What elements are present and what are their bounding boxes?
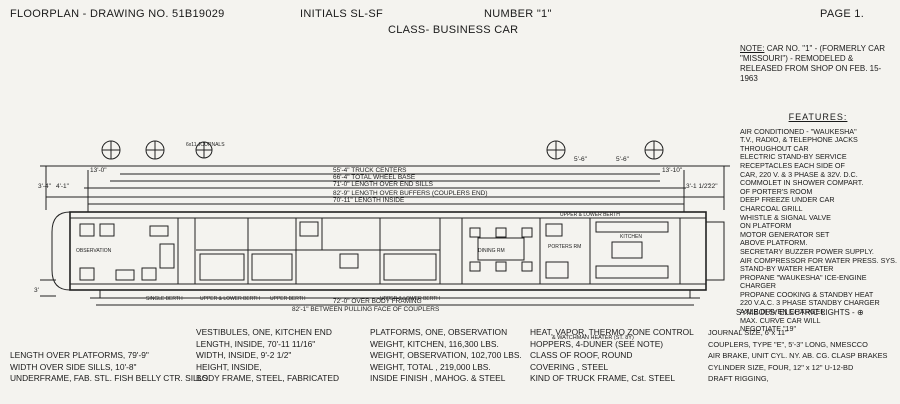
spec-line: LENGTH, INSIDE, 70'-11 11/16" — [196, 338, 316, 349]
note-text: CAR NO. "1" - (FORMERLY CAR "MISSOURI") … — [740, 44, 885, 83]
feature-item: ABOVE PLATFORM. — [740, 238, 808, 248]
label-dining: DINING RM — [478, 248, 505, 254]
spec-line: AIR BRAKE, UNIT CYL. NY. AB. CG. CLASP B… — [708, 351, 888, 361]
journal-symbol-icon — [101, 140, 664, 160]
feature-item: PROPANE "WAUKESHA" ICE-ENGINE — [740, 272, 867, 282]
dim-truck-a: 5'-6" — [574, 156, 588, 163]
spec-line: VESTIBULES, ONE, KITCHEN END — [196, 327, 332, 337]
spec-line: KIND OF TRUCK FRAME, Cst. STEEL — [530, 373, 676, 384]
spec-line: BODY FRAME, STEEL, FABRICATED — [196, 373, 340, 384]
remodel-note: NOTE: CAR NO. "1" - (FORMERLY CAR "MISSO… — [740, 44, 896, 84]
dim-right-end-a: 13'-10" — [662, 167, 683, 174]
feature-item: OF PORTER'S ROOM — [740, 186, 813, 196]
feature-item: STAND-BY WATER HEATER — [740, 264, 834, 274]
spec-line: INSIDE FINISH , MAHOG. & STEEL — [370, 373, 506, 384]
spec-line: CYLINDER SIZE, FOUR, 12" x 12" U-12-BD — [708, 362, 854, 372]
features-lines: AIR CONDITIONED - "WAUKESHA"T.V., RADIO,… — [740, 126, 897, 334]
spec-line: COVERING , STEEL — [530, 361, 609, 372]
car-number: NUMBER "1" — [484, 8, 552, 20]
spec-line — [10, 339, 208, 351]
label-porters-room: PORTERS RM — [548, 244, 581, 250]
dim-length-inside: 70'-11" LENGTH INSIDE — [333, 197, 405, 204]
feature-item: PROPANE COOKING & STANDBY HEAT — [740, 289, 874, 299]
feature-item: ON PLATFORM — [740, 221, 792, 231]
feature-item: DEEP FREEZE UNDER CAR — [740, 195, 835, 205]
spec-column-5: JOURNAL SIZE, 6"x 11" COUPLERS, TYPE "E"… — [708, 327, 888, 385]
heat-sub-note: & WATCHMAN HEATER (ST. 8Y) — [552, 335, 634, 341]
note-title: NOTE: — [740, 44, 765, 53]
dim-between-pulling-faces: 82'-1" BETWEEN PULLING FACE OF COUPLERS — [292, 306, 440, 313]
label-journals: 6x11 JOURNALS — [186, 142, 225, 148]
symbols-label: SYMBOLS: ELECTRIC LIGHTS - — [736, 308, 855, 317]
feature-item: 220 V.A.C. 3 PHASE STANDBY CHARGER — [740, 298, 880, 308]
feature-item: MAX. CURVE CAR WILL — [740, 315, 821, 325]
dim-right-end-b: 3'-1 1/2" — [686, 183, 710, 190]
label-single-berth: SINGLE BERTH — [146, 296, 183, 302]
label-upper-berth: UPPER BERTH — [270, 296, 306, 302]
dim-over-body-framing: 72'-0" OVER BODY FRAMING — [333, 298, 422, 305]
page-number: PAGE 1. — [820, 8, 865, 20]
feature-item: AIR CONDITIONED - "WAUKESHA" — [740, 126, 857, 136]
feature-item: RECEPTACLES EACH SIDE OF — [740, 160, 845, 170]
spec-line: HEIGHT, INSIDE, — [196, 361, 262, 372]
light-symbol-icon: ⊕ — [856, 308, 864, 317]
spec-line: JOURNAL SIZE, 6"x 11" — [708, 328, 788, 337]
feature-item: AXLE DRIVEN CHARGER — [740, 307, 826, 317]
spec-line: WIDTH, INSIDE, 9'-2 1/2" — [196, 350, 292, 361]
feature-item: CAR, 220 V. & 3 PHASE & 32V. D.C. — [740, 169, 858, 179]
spec-line: HOPPERS, 4-DUNER (SEE NOTE) — [530, 338, 664, 349]
spec-line: HEAT, VAPOR, THERMO ZONE CONTROL — [530, 327, 694, 337]
spec-column-4: HEAT, VAPOR, THERMO ZONE CONTROL HOPPERS… — [530, 327, 694, 385]
dim-over-buffers: 82'-9" LENGTH OVER BUFFERS (COUPLERS END… — [333, 190, 488, 197]
spec-column-3: PLATFORMS, ONE, OBSERVATION WEIGHT, KITC… — [370, 327, 522, 385]
car-initials: INITIALS SL-SF — [300, 8, 384, 20]
dim-left-end-a: 13'-0" — [90, 167, 107, 174]
dim-right-end-c: 22" — [708, 183, 718, 190]
spec-line: WIDTH OVER SIDE SILLS, 10'-8" — [10, 361, 137, 372]
feature-item: CHARGER — [740, 281, 776, 291]
feature-item: MOTOR GENERATOR SET — [740, 229, 830, 239]
spec-column-1: LENGTH OVER PLATFORMS, 79'-9" WIDTH OVER… — [10, 327, 208, 385]
spec-line: UNDERFRAME, FAB. STL. FISH BELLY CTR. SI… — [10, 373, 208, 384]
feature-item: SECRETARY BUZZER POWER SUPPLY. — [740, 246, 874, 256]
feature-item: ELECTRIC STAND-BY SERVICE — [740, 152, 847, 162]
feature-item: T.V., RADIO, & TELEPHONE JACKS — [740, 135, 858, 145]
spec-line: PLATFORMS, ONE, OBSERVATION — [370, 327, 508, 337]
dim-height-marker: 3' — [34, 287, 39, 294]
feature-item: CHARCOAL GRILL — [740, 203, 803, 213]
spec-line: WEIGHT, TOTAL , 219,000 LBS. — [370, 361, 491, 372]
spec-line — [10, 327, 208, 339]
label-observation: OBSERVATION — [76, 248, 112, 254]
drawing-number: FLOORPLAN - DRAWING NO. 51B19029 — [10, 8, 225, 20]
label-upper-lower-berth-right: UPPER & LOWER BERTH — [560, 212, 620, 218]
dim-truck-centers: 55'-4" TRUCK CENTERS — [333, 167, 407, 174]
features-list: FEATURES: AIR CONDITIONED - "WAUKESHA"T.… — [740, 112, 897, 334]
symbols-legend: SYMBOLS: ELECTRIC LIGHTS - ⊕ — [736, 308, 864, 317]
label-upper-lower-berth-1: UPPER & LOWER BERTH — [200, 296, 260, 302]
car-class: CLASS- BUSINESS CAR — [388, 24, 519, 36]
dim-truck-b: 5'-6" — [616, 156, 630, 163]
features-title: FEATURES: — [788, 112, 848, 122]
dim-left-end-c: 4'-1" — [56, 183, 70, 190]
label-kitchen: KITCHEN — [620, 234, 642, 240]
dim-wheel-base: 66'-4" TOTAL WHEEL BASE — [333, 174, 416, 181]
spec-line: WEIGHT, KITCHEN, 116,300 LBS. — [370, 338, 499, 349]
spec-line: COUPLERS, TYPE "E", 5'-3" LONG, NMESCCO — [708, 339, 868, 349]
spec-line: WEIGHT, OBSERVATION, 102,700 LBS. — [370, 350, 522, 361]
spec-line: CLASS OF ROOF, ROUND — [530, 350, 633, 361]
feature-item: NEGOTIATE "19" — [740, 324, 797, 334]
label-upper-lower-berth-2: UPPER & LOWER BERTH — [380, 296, 440, 302]
feature-item: THROUGHOUT CAR — [740, 143, 809, 153]
dim-left-end-b: 3'-4" — [38, 183, 52, 190]
dim-over-end-sills: 71'-0" LENGTH OVER END SILLS — [333, 181, 434, 188]
spec-column-2: VESTIBULES, ONE, KITCHEN END LENGTH, INS… — [196, 327, 339, 385]
feature-item: COMMOLET IN SHOWER COMPART. — [740, 178, 864, 188]
spec-line: LENGTH OVER PLATFORMS, 79'-9" — [10, 350, 149, 361]
feature-item: AIR COMPRESSOR FOR WATER PRESS. SYS. — [740, 255, 897, 265]
spec-line: DRAFT RIGGING, — [708, 374, 769, 384]
feature-item: WHISTLE & SIGNAL VALVE — [740, 212, 831, 222]
